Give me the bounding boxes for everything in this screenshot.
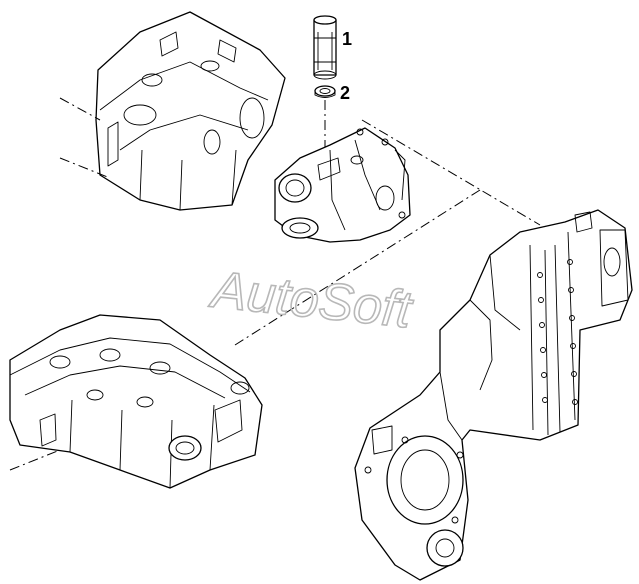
right-main-housing [354, 209, 633, 581]
part-1-sleeve [313, 15, 337, 80]
callout-1: 1 [342, 29, 352, 49]
part-2-washer [314, 85, 336, 98]
lower-housing-block [9, 314, 263, 489]
upper-housing-block [59, 11, 286, 211]
watermark-text: AutoSoft [206, 261, 416, 340]
valve-block [274, 127, 411, 243]
assembly-line-center [234, 189, 481, 346]
callout-2: 2 [340, 83, 350, 103]
assembly-line-right [361, 119, 541, 226]
